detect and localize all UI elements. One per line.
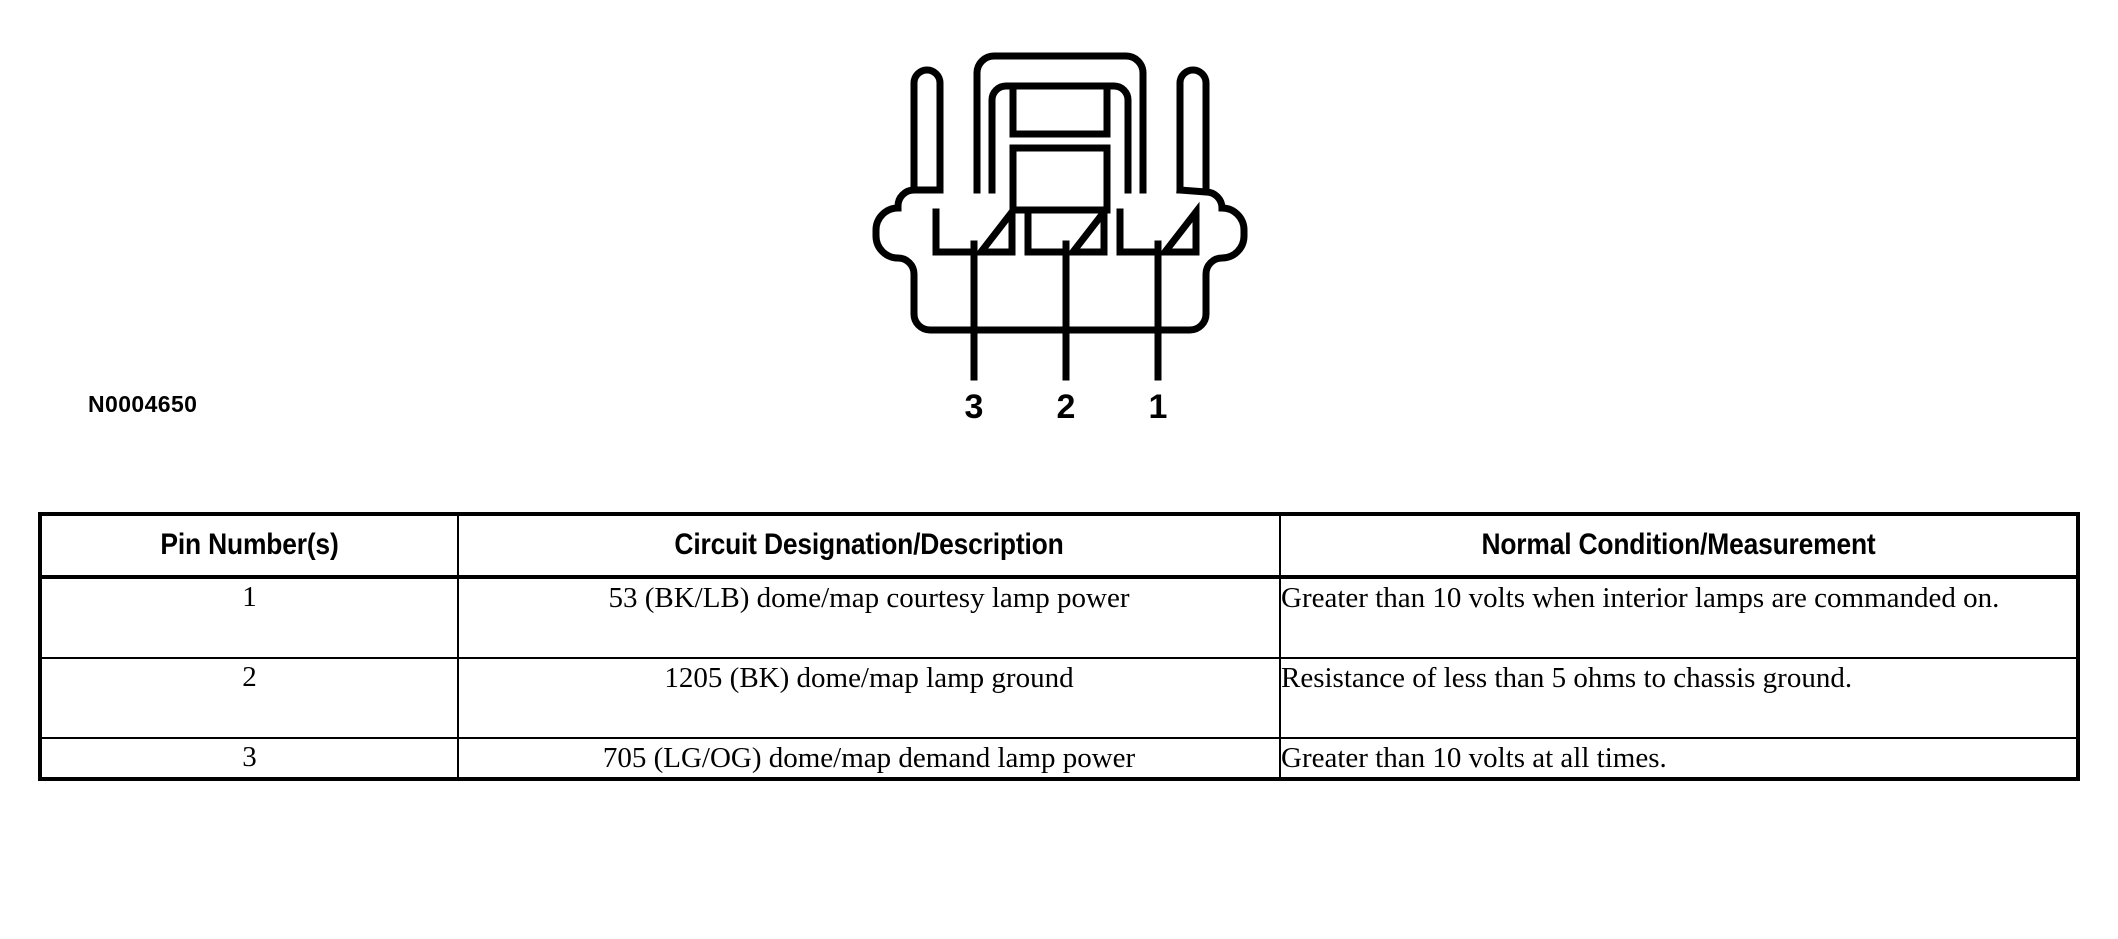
latch-lower-window xyxy=(1009,144,1111,214)
cell-normal-condition: Greater than 10 volts at all times. xyxy=(1279,736,2079,781)
table-row: 1 53 (BK/LB) dome/map courtesy lamp powe… xyxy=(39,576,2079,659)
column-header-normal-condition: Normal Condition/Measurement xyxy=(1279,513,2079,579)
terminal-cavity-3 xyxy=(932,201,1016,256)
cell-pin-number: 3 xyxy=(39,736,459,781)
terminal-cavity-2 xyxy=(1024,201,1108,256)
cell-circuit-description: 53 (BK/LB) dome/map courtesy lamp power xyxy=(457,576,1281,659)
figure-reference-id: N0004650 xyxy=(88,391,198,417)
column-header-pin-number-label: Pin Number(s) xyxy=(160,528,339,561)
latch-tower-outer xyxy=(973,52,1147,194)
terminal-cavity-1 xyxy=(1116,201,1200,256)
pin-label-1: 1 xyxy=(1149,388,1168,426)
column-header-pin-number: Pin Number(s) xyxy=(39,513,459,579)
table-header: Pin Number(s) Circuit Designation/Descri… xyxy=(39,513,2079,579)
cell-circuit-description: 1205 (BK) dome/map lamp ground xyxy=(457,657,1281,739)
table-header-row: Pin Number(s) Circuit Designation/Descri… xyxy=(39,513,2079,579)
cell-pin-number: 1 xyxy=(39,576,459,659)
cell-pin-number: 2 xyxy=(39,657,459,739)
table-row: 2 1205 (BK) dome/map lamp ground Resista… xyxy=(39,657,2079,739)
column-header-circuit-designation: Circuit Designation/Description xyxy=(457,513,1281,579)
connector-drawing: 3 2 1 xyxy=(872,52,1248,426)
pin-label-3: 3 xyxy=(965,388,984,426)
connector-body-outline xyxy=(872,186,1248,334)
pin-label-2: 2 xyxy=(1057,388,1076,426)
left-guide-post xyxy=(910,66,944,194)
right-guide-post xyxy=(1176,66,1210,194)
table-body: 1 53 (BK/LB) dome/map courtesy lamp powe… xyxy=(39,576,2079,781)
cell-normal-condition: Resistance of less than 5 ohms to chassi… xyxy=(1279,657,2079,739)
cell-normal-condition: Greater than 10 volts when interior lamp… xyxy=(1279,576,2079,659)
latch-upper-window xyxy=(1009,82,1111,138)
cell-circuit-description: 705 (LG/OG) dome/map demand lamp power xyxy=(457,736,1281,781)
column-header-circuit-designation-label: Circuit Designation/Description xyxy=(674,528,1064,561)
pinout-table-container: Pin Number(s) Circuit Designation/Descri… xyxy=(38,512,2080,782)
column-header-normal-condition-label: Normal Condition/Measurement xyxy=(1481,528,1876,561)
connector-diagram: 3 2 1 xyxy=(850,40,1270,430)
table-row: 3 705 (LG/OG) dome/map demand lamp power… xyxy=(39,736,2079,781)
pinout-table: Pin Number(s) Circuit Designation/Descri… xyxy=(38,512,2080,782)
